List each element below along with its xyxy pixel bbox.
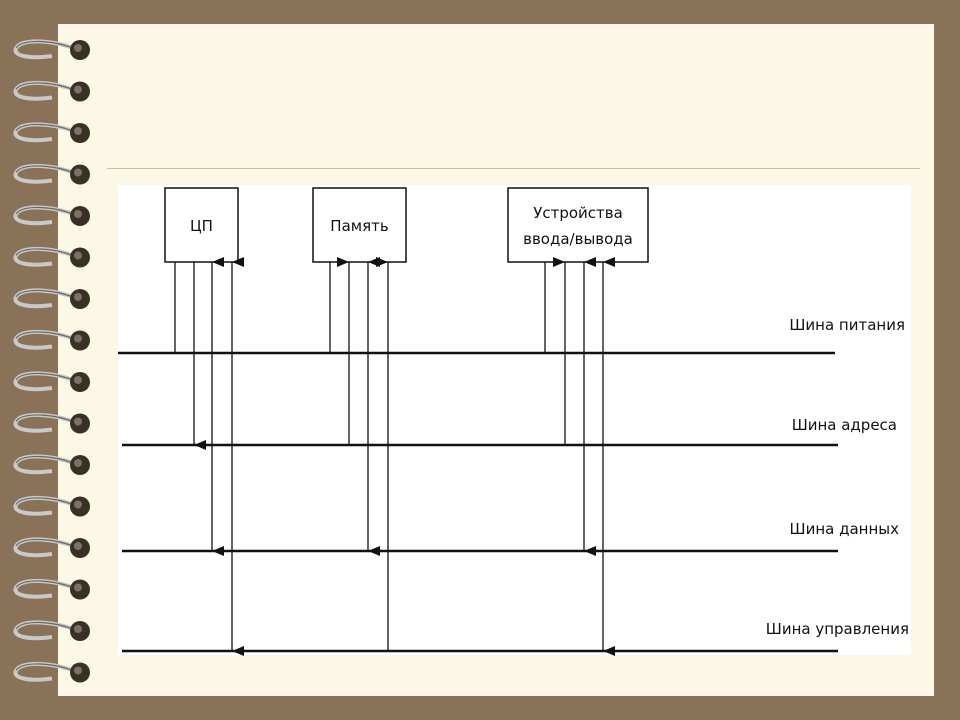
spiral-ring [13, 329, 90, 351]
cpu-label: ЦП [190, 217, 213, 235]
memory-label: Память [330, 217, 388, 235]
header-divider [107, 168, 920, 169]
spiral-ring [13, 578, 90, 600]
spiral-ring [13, 205, 90, 226]
address-bus-label: Шина адреса [792, 416, 897, 434]
spiral-binding [13, 39, 90, 683]
io-box [507, 187, 649, 263]
memory-box [312, 187, 407, 263]
io-label-line2: ввода/вывода [523, 230, 633, 248]
data-bus-label: Шина данных [790, 520, 900, 538]
spiral-ring [13, 412, 90, 434]
spiral-ring [13, 122, 90, 143]
io-label-line1: Устройства [533, 204, 623, 222]
spiral-ring [13, 661, 90, 683]
spiral-ring [13, 371, 90, 392]
power-bus-label: Шина питания [789, 316, 905, 334]
control-bus-label: Шина управления [766, 620, 909, 638]
spiral-ring [13, 495, 90, 517]
spiral-ring [13, 288, 90, 309]
bus-diagram-panel [118, 185, 911, 655]
spiral-ring [13, 163, 90, 185]
cpu-box [164, 187, 239, 263]
spiral-ring [13, 537, 90, 558]
spiral-ring [13, 39, 90, 60]
spiral-ring [13, 454, 90, 475]
spiral-ring [13, 80, 90, 102]
spiral-ring [13, 620, 90, 641]
spiral-ring [13, 246, 90, 268]
